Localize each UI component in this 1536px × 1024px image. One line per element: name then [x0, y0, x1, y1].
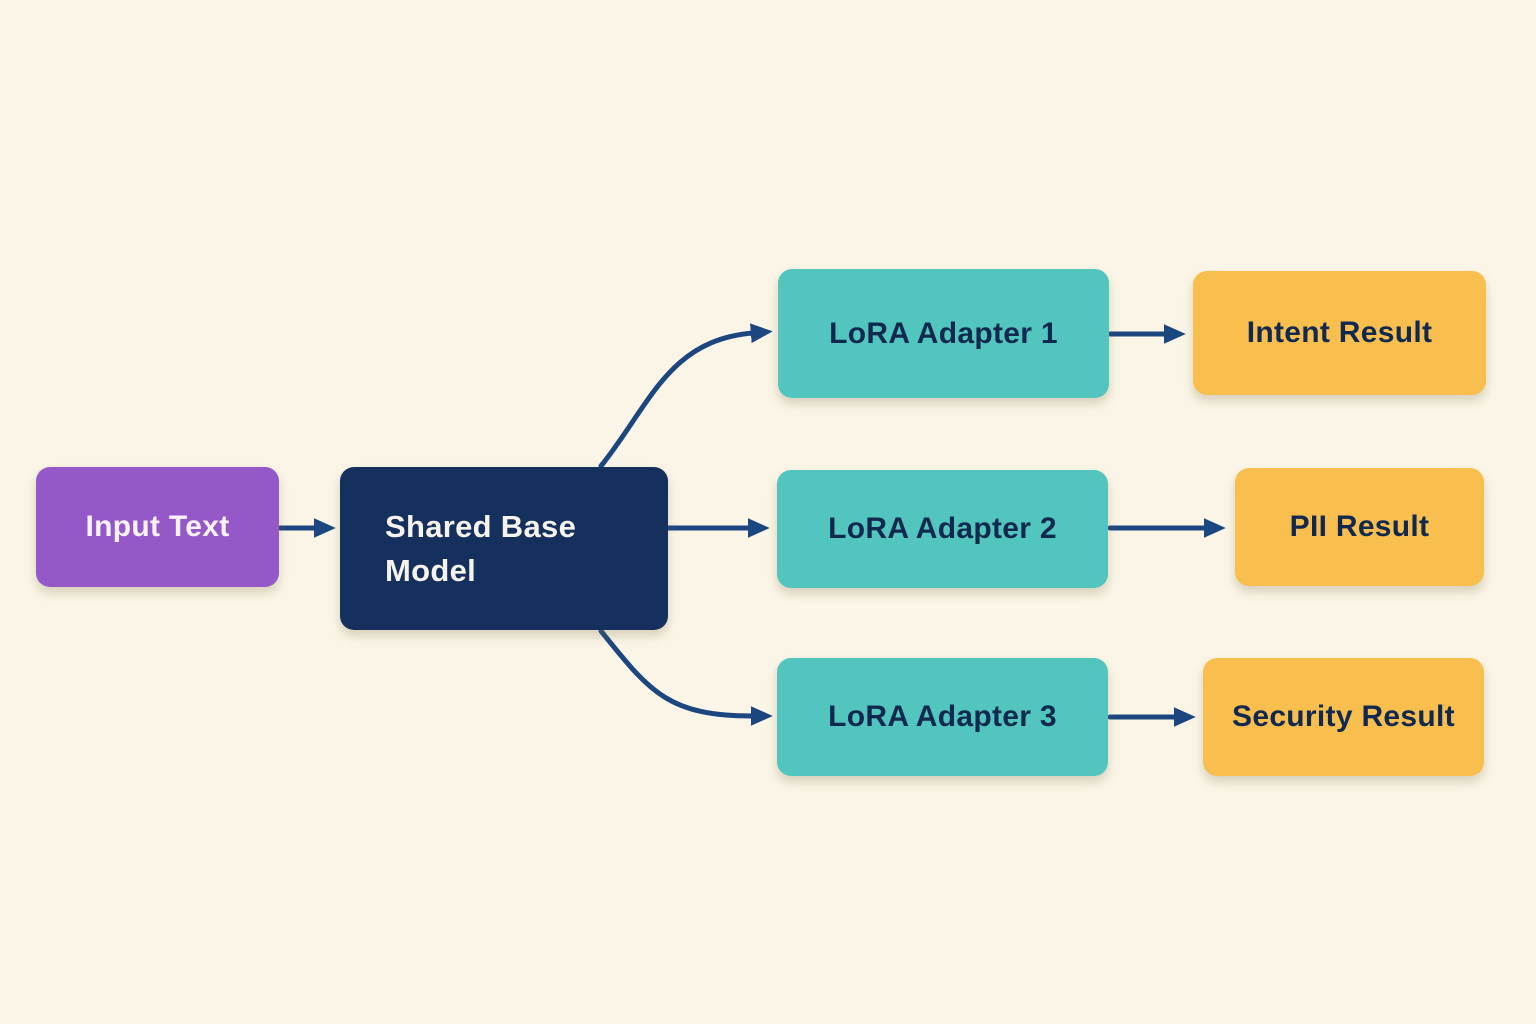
node-lora-adapter-3-label: LoRA Adapter 3 [828, 700, 1057, 733]
node-security-result-label: Security Result [1232, 700, 1455, 733]
node-pii-result-label: PII Result [1289, 510, 1430, 543]
node-shared-base-model: Shared Base Model [340, 467, 668, 630]
node-input-text-label: Input Text [85, 510, 230, 543]
node-lora-adapter-1: LoRA Adapter 1 [778, 269, 1109, 398]
node-lora-adapter-2: LoRA Adapter 2 [777, 470, 1108, 588]
node-lora-adapter-2-label: LoRA Adapter 2 [828, 512, 1057, 545]
node-security-result: Security Result [1203, 658, 1484, 776]
node-intent-result: Intent Result [1193, 271, 1486, 395]
node-input-text: Input Text [36, 467, 279, 587]
edge-base-to-adapter1 [598, 323, 773, 469]
node-intent-result-label: Intent Result [1246, 316, 1433, 349]
node-shared-base-model-label: Shared Base Model [385, 509, 577, 588]
node-lora-adapter-3: LoRA Adapter 3 [777, 658, 1108, 776]
edge-base-to-adapter3 [598, 628, 773, 726]
node-pii-result: PII Result [1235, 468, 1484, 586]
node-lora-adapter-1-label: LoRA Adapter 1 [829, 316, 1058, 350]
